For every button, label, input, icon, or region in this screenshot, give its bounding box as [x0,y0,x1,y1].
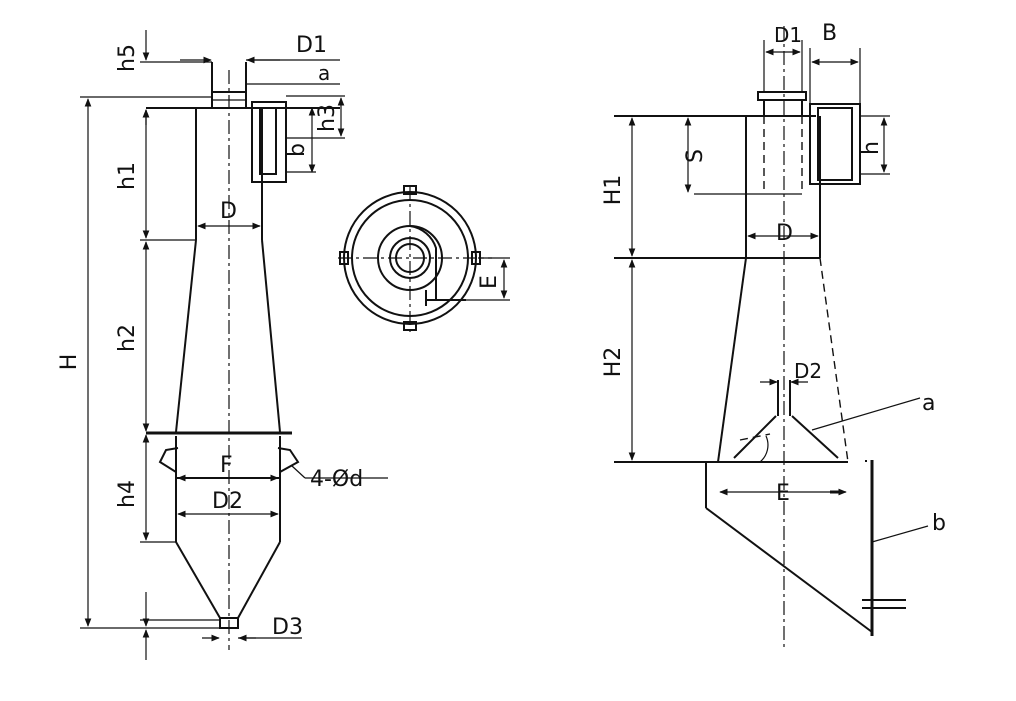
label-H2: H2 [601,347,626,378]
label-H1: H1 [601,175,626,206]
label-B: B [822,21,837,46]
label-a: a [318,61,330,85]
label-h1: h1 [115,162,140,190]
label-D: D [220,199,237,224]
label-b-right: b [932,511,946,536]
label-h4: h4 [115,480,140,508]
label-D1: D1 [296,33,327,58]
top-plan-view: E [338,185,510,334]
label-D-right: D [776,221,793,246]
label-S: S [683,149,708,163]
label-h3: h3 [315,104,340,132]
label-h5: h5 [115,44,140,72]
left-dimensions [80,30,388,660]
label-E-top: E [477,275,502,289]
label-D1-right: D1 [774,23,802,47]
right-elevation-view: D1 B S h H1 D H2 D2 a E b [601,21,946,650]
label-D2: D2 [212,489,243,514]
label-h2: h2 [115,324,140,352]
label-F: F [220,453,233,478]
left-elevation-view: h5 D1 a h3 b h1 D h2 H F 4-Ød h4 D2 D3 [57,30,388,660]
label-bolt-holes: 4-Ød [310,467,363,492]
label-a-right: a [922,391,935,416]
label-D2-right: D2 [794,359,822,383]
right-dimensions [628,40,929,543]
right-cyclone-body [614,91,906,636]
label-D3: D3 [272,615,303,640]
label-b: b [285,143,310,157]
label-h: h [859,141,884,155]
label-H: H [57,354,82,371]
label-E-right: E [776,481,790,506]
left-cyclone-body [146,62,340,629]
